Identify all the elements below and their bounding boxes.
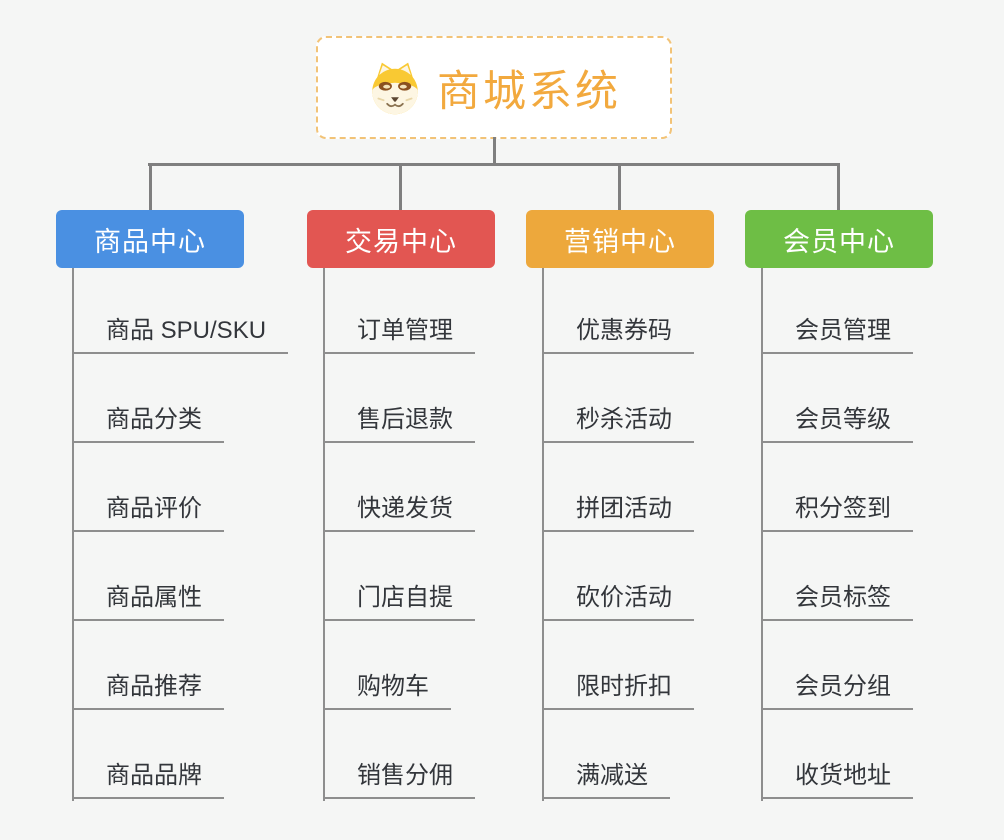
branch-items: 商品 SPU/SKU 商品分类商品评价商品属性商品推荐商品品牌 [72,265,289,799]
connector-drop [836,166,840,210]
connector-drop [617,166,621,210]
child-topic[interactable]: 商品 SPU/SKU [72,265,289,354]
child-topic-label: 拼团活动 [576,495,672,522]
child-topic[interactable]: 门店自提 [323,532,475,621]
branch-trunk-line [542,268,544,801]
child-topic-label: 会员等级 [795,406,891,433]
child-topic[interactable]: 会员管理 [761,265,913,354]
child-topic-label: 会员管理 [795,317,891,344]
child-topic-label: 商品属性 [106,584,202,611]
connector-bus [148,163,840,166]
connector-drop [148,166,152,210]
child-topic[interactable]: 秒杀活动 [542,354,694,443]
child-topic-label: 商品推荐 [106,673,202,700]
child-topic[interactable]: 优惠券码 [542,265,694,354]
connector-drop [398,166,402,210]
branch-topic[interactable]: 商品中心 [56,210,244,268]
child-topic-label: 售后退款 [357,406,453,433]
connector-root-stub [493,137,496,165]
child-topic-label: 销售分佣 [357,762,453,789]
child-topic-label: 满减送 [576,762,648,789]
child-topic-label: 优惠券码 [576,317,672,344]
branch-trunk-line [323,268,325,801]
child-topic-label: 限时折扣 [576,673,672,700]
branch-column-3: 营销中心 优惠券码秒杀活动拼团活动砍价活动限时折扣满减送 [526,210,756,810]
child-topic-label: 砍价活动 [576,584,672,611]
child-topic-label: 购物车 [357,673,429,700]
branch-topic-label: 交易中心 [345,226,457,257]
child-topic[interactable]: 收货地址 [761,710,913,799]
branch-items: 会员管理会员等级积分签到会员标签会员分组收货地址 [761,265,913,799]
branch-topic-label: 商品中心 [94,226,206,257]
branch-topic-label: 会员中心 [783,226,895,257]
branch-topic[interactable]: 营销中心 [526,210,714,268]
child-topic-label: 商品品牌 [106,762,202,789]
child-topic[interactable]: 商品分类 [72,354,224,443]
child-topic-label: 订单管理 [357,317,453,344]
child-topic-label: 积分签到 [795,495,891,522]
child-topic-label: 会员标签 [795,584,891,611]
child-topic-label: 门店自提 [357,584,453,611]
child-topic[interactable]: 满减送 [542,710,670,799]
dog-face-icon [372,62,418,114]
root-topic[interactable]: 商城系统 [316,36,672,139]
root-topic-label: 商城系统 [437,67,621,116]
branch-topic-label: 营销中心 [564,226,676,257]
branch-trunk-line [761,268,763,801]
child-topic[interactable]: 会员标签 [761,532,913,621]
child-topic-label: 秒杀活动 [576,406,672,433]
branch-column-2: 交易中心 订单管理售后退款快递发货门店自提购物车销售分佣 [307,210,537,810]
child-topic-label: 收货地址 [795,762,891,789]
child-topic[interactable]: 会员分组 [761,621,913,710]
child-topic[interactable]: 商品属性 [72,532,224,621]
child-topic[interactable]: 限时折扣 [542,621,694,710]
branch-column-1: 商品中心 商品 SPU/SKU 商品分类商品评价商品属性商品推荐商品品牌 [56,210,289,810]
child-topic[interactable]: 会员等级 [761,354,913,443]
branch-items: 订单管理售后退款快递发货门店自提购物车销售分佣 [323,265,475,799]
child-topic-label: 商品分类 [106,406,202,433]
branch-topic[interactable]: 交易中心 [307,210,495,268]
child-topic[interactable]: 快递发货 [323,443,475,532]
child-topic-label: 会员分组 [795,673,891,700]
child-topic[interactable]: 积分签到 [761,443,913,532]
child-topic-label: 商品 SPU/SKU [106,317,267,344]
child-topic[interactable]: 订单管理 [323,265,475,354]
child-topic[interactable]: 销售分佣 [323,710,475,799]
child-topic[interactable]: 售后退款 [323,354,475,443]
child-topic[interactable]: 商品推荐 [72,621,224,710]
branch-trunk-line [72,268,74,801]
child-topic[interactable]: 拼团活动 [542,443,694,532]
child-topic[interactable]: 购物车 [323,621,451,710]
child-topic[interactable]: 砍价活动 [542,532,694,621]
branch-column-4: 会员中心 会员管理会员等级积分签到会员标签会员分组收货地址 [745,210,975,810]
child-topic[interactable]: 商品品牌 [72,710,224,799]
branch-topic[interactable]: 会员中心 [745,210,933,268]
child-topic-label: 快递发货 [357,495,453,522]
child-topic-label: 商品评价 [106,495,202,522]
branch-items: 优惠券码秒杀活动拼团活动砍价活动限时折扣满减送 [542,265,694,799]
child-topic[interactable]: 商品评价 [72,443,224,532]
